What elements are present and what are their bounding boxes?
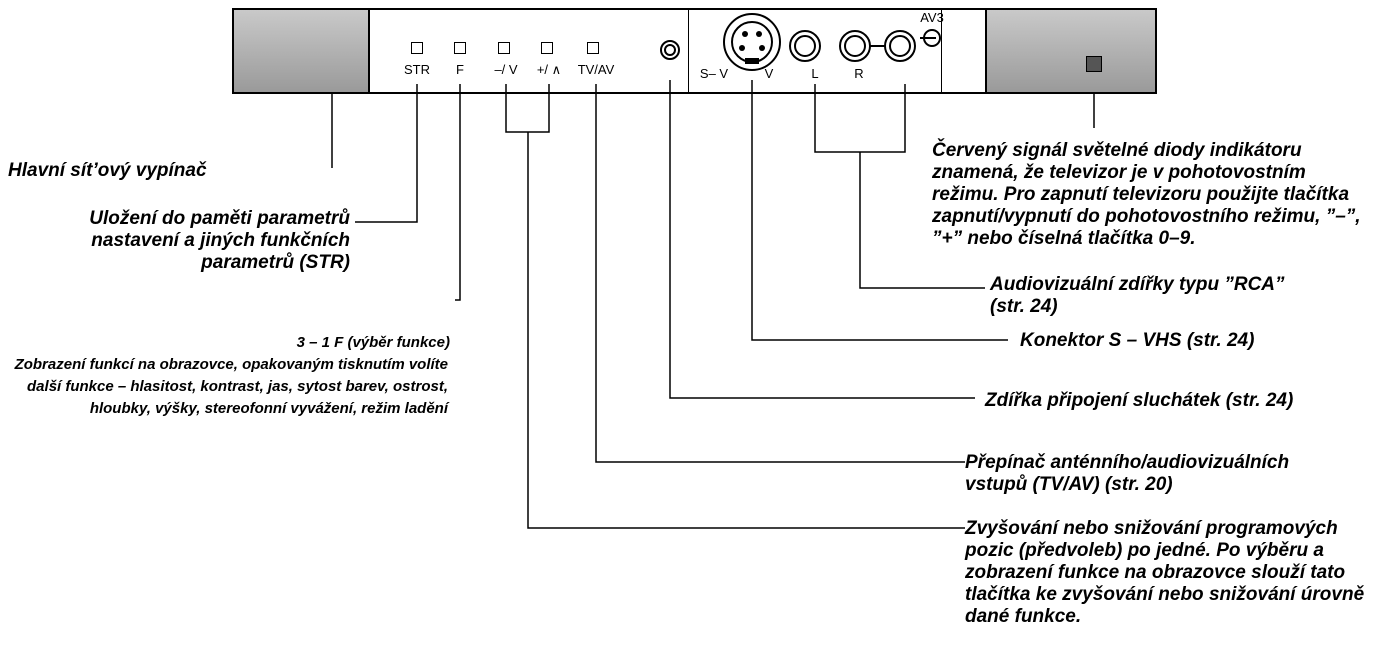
- right-grey-panel: [985, 8, 1157, 94]
- svhs-description: Konektor S – VHS (str. 24): [1020, 330, 1255, 351]
- led-description: Červený signál světelné diody indikátoru…: [932, 140, 1361, 249]
- headphone-jack: [660, 40, 680, 60]
- plus-button-label: +/ ∧: [536, 62, 562, 77]
- power-switch-label: Hlavní sít’ový vypínač: [8, 160, 207, 181]
- main-power-switch[interactable]: [232, 8, 370, 94]
- svideo-connector: [723, 13, 781, 71]
- connector-area: [688, 8, 942, 94]
- minus-button[interactable]: [498, 42, 510, 54]
- minus-button-label: –/ V: [494, 62, 518, 77]
- standby-led-indicator: [1086, 56, 1102, 72]
- video-jack: [789, 30, 821, 62]
- f-button-label: F: [456, 62, 464, 77]
- str-button[interactable]: [411, 42, 423, 54]
- str-button-label: STR: [404, 62, 430, 77]
- video-jack-label: V: [764, 66, 774, 81]
- plus-button[interactable]: [541, 42, 553, 54]
- headphone-description: Zdířka připojení sluchátek (str. 24): [985, 390, 1294, 411]
- svideo-label: S– V: [699, 66, 729, 81]
- audio-left-jack-label: L: [811, 66, 819, 81]
- updown-description: Zvyšování nebo snižování programových po…: [965, 518, 1365, 627]
- str-description: Uložení do paměti parametrů nastavení a …: [89, 208, 350, 273]
- f-button[interactable]: [454, 42, 466, 54]
- rca-description: Audiovizuální zdířky typu ”RCA” (str. 24…: [990, 274, 1285, 317]
- audio-right-jack-label: R: [854, 66, 864, 81]
- f-title: 3 – 1 F (výběr funkce): [296, 334, 450, 351]
- tvav-button-label: TV/AV: [577, 62, 615, 77]
- av3-label: AV3: [920, 10, 944, 25]
- tvav-button[interactable]: [587, 42, 599, 54]
- f-description: Zobrazení funkcí na obrazovce, opakovaný…: [14, 356, 448, 417]
- tvav-description: Přepínač anténního/audiovizuálních vstup…: [965, 452, 1290, 495]
